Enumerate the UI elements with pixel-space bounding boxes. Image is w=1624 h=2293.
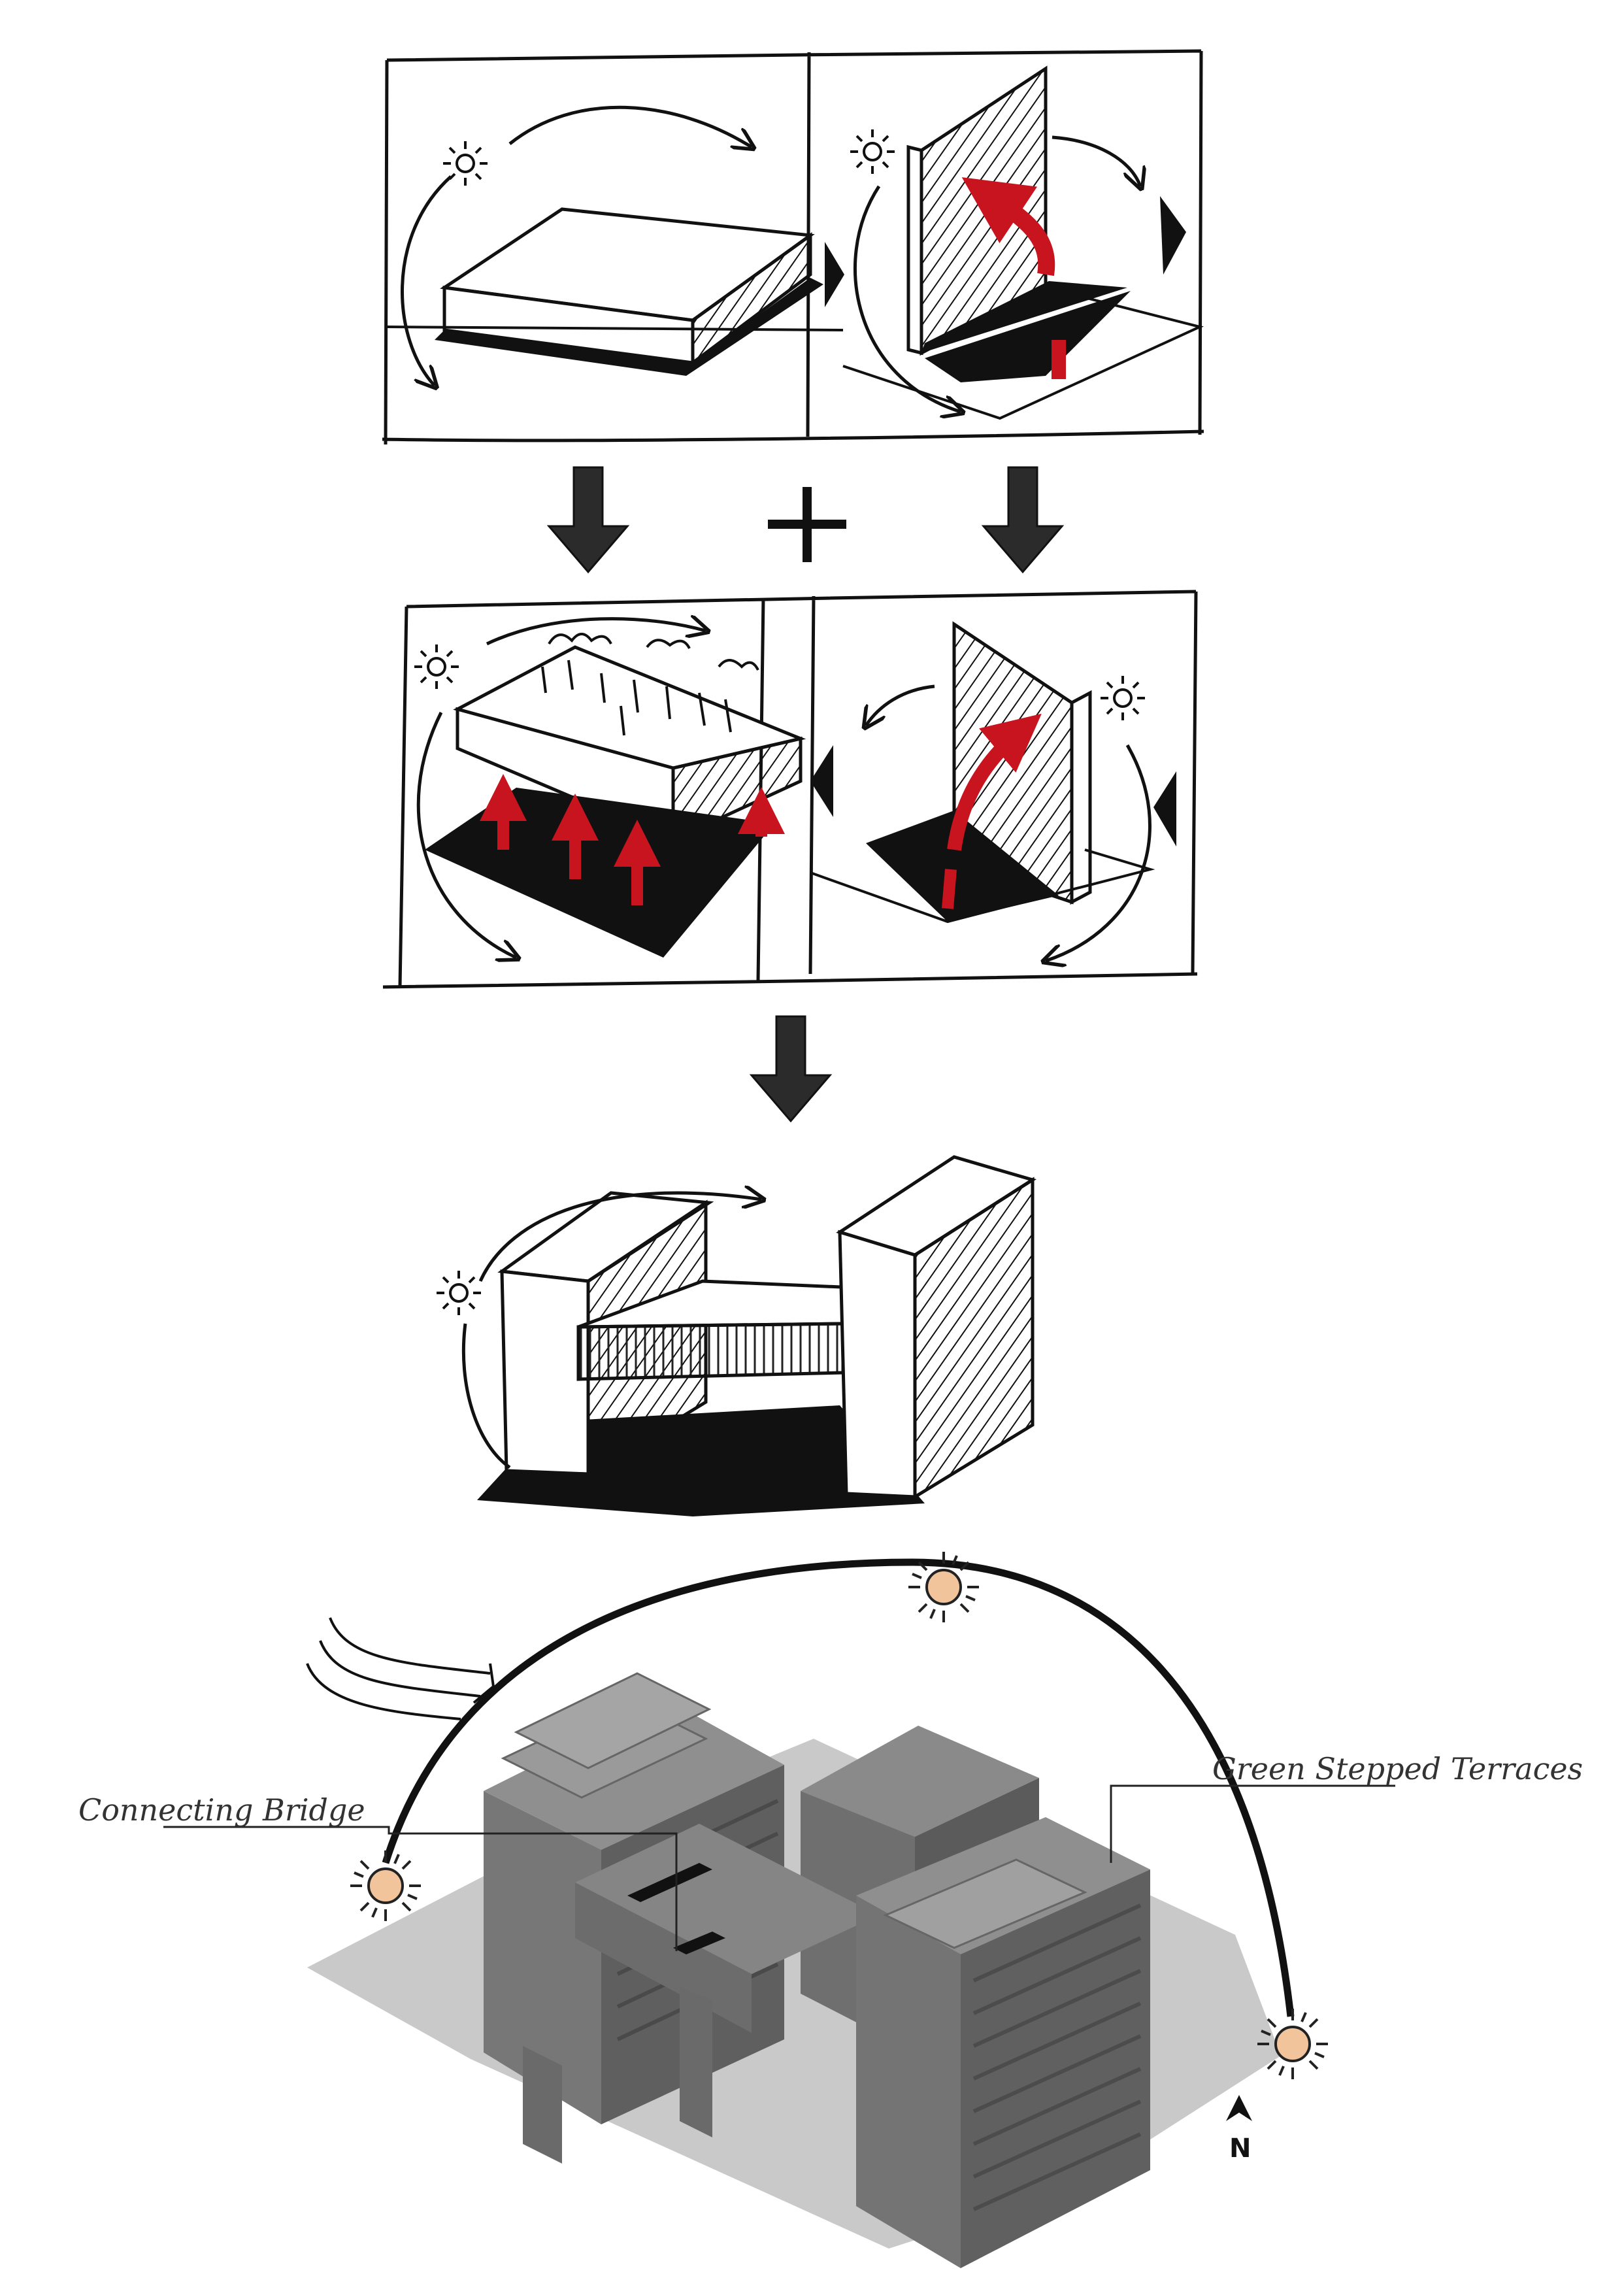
sun-path-arrow — [508, 105, 752, 147]
horizontal-slab-sketch — [385, 207, 844, 376]
sun-path-arrow — [1052, 135, 1140, 186]
down-arrow-icon — [548, 466, 629, 573]
vertical-wall-sketch — [842, 65, 1204, 420]
sun-icon — [435, 1269, 482, 1316]
north-arrow-icon: N — [1226, 2095, 1252, 2164]
sun-path-arc — [382, 1558, 1295, 2017]
sun-path-arrow — [461, 1323, 511, 1469]
label-connecting-bridge: Connecting Bridge — [78, 1792, 365, 1828]
sun-icon — [1099, 675, 1146, 722]
sun-path-arrow — [478, 1193, 761, 1282]
sun-icon — [907, 1550, 980, 1624]
sun-icon — [413, 643, 460, 690]
combined-massing-sketch — [477, 1155, 1036, 1516]
plus-icon — [768, 487, 846, 562]
shading-wall-sketch — [810, 621, 1155, 924]
rendered-building-diagram — [163, 1558, 1395, 2268]
raised-slab-sketch — [425, 633, 806, 958]
sun-icon — [349, 1849, 422, 1922]
connecting-bridge-leader — [163, 1826, 678, 1951]
sun-path-arrow — [416, 711, 516, 958]
sun-icon — [849, 128, 896, 175]
heat-arrow-icon — [947, 713, 1042, 851]
green-terraces-leader — [1110, 1784, 1395, 1863]
sun-icon — [1256, 2007, 1329, 2081]
down-arrow-icon — [982, 466, 1063, 573]
sun-path-arrow — [866, 684, 935, 726]
down-arrow-icon — [750, 1015, 831, 1122]
sun-path-arrow — [1046, 744, 1152, 961]
sketch-frame-middle — [382, 590, 1198, 989]
wind-icon — [306, 1617, 495, 1720]
sun-path-arrow — [401, 175, 452, 386]
heat-arrow-icon — [961, 177, 1055, 276]
sun-path-arrow — [853, 185, 961, 412]
label-green-stepped-terraces: Green Stepped Terraces — [1212, 1751, 1583, 1786]
sun-path-arrow — [486, 619, 706, 646]
sketch-row-1 — [382, 49, 1204, 445]
sketch-row-2 — [382, 590, 1198, 989]
sketch-frame-top — [382, 49, 1204, 445]
north-label: N — [1229, 2134, 1251, 2164]
